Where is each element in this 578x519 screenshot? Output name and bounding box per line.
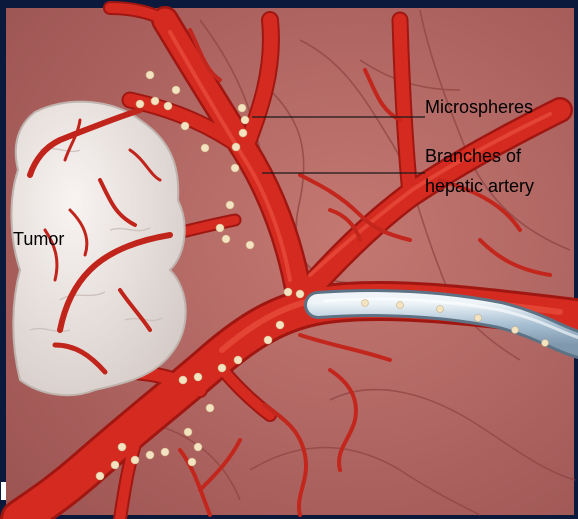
tumor-label: Tumor — [13, 230, 64, 248]
corner-marker — [1, 482, 6, 500]
microspheres-label: Microspheres — [425, 98, 533, 116]
branches-label-line2: hepatic artery — [425, 177, 534, 195]
branches-label-line1: Branches of — [425, 147, 521, 165]
